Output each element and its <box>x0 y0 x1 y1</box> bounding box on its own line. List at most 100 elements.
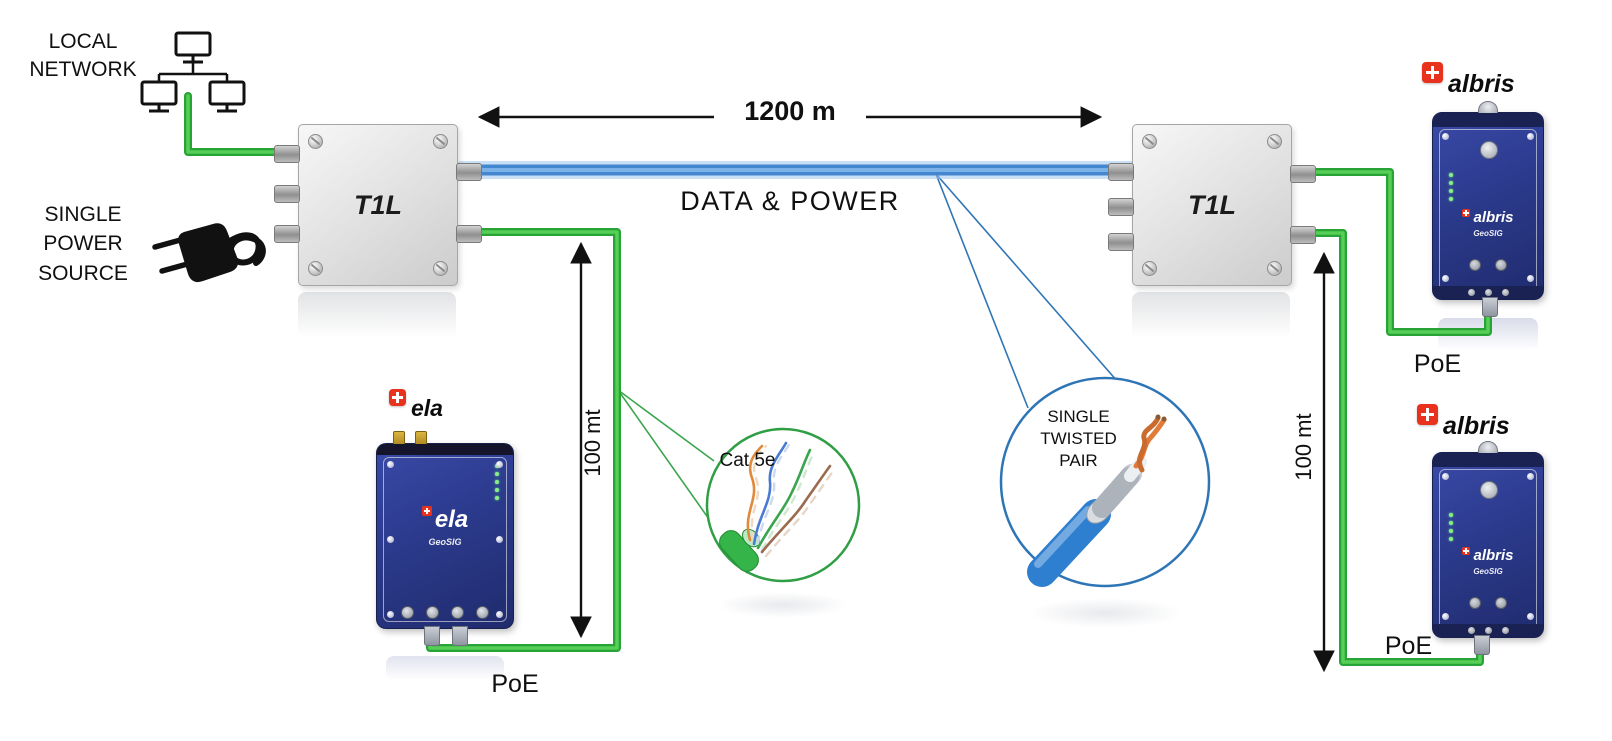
button-icon <box>1469 597 1481 609</box>
cable-entry-stub <box>452 626 468 646</box>
device-faceplate <box>383 457 507 622</box>
button-icon <box>1495 597 1507 609</box>
device-bottom-strip <box>1433 286 1543 299</box>
led-icon <box>495 480 499 484</box>
led-icon <box>495 496 499 500</box>
led-icon <box>1449 173 1453 177</box>
screw-icon <box>1142 261 1157 276</box>
swiss-flag-icon <box>1462 547 1471 555</box>
device-logo: albris GeoSIG <box>1433 209 1543 238</box>
albris-bottom-brand: albris <box>1417 404 1510 441</box>
cable-gland-icon <box>1290 226 1316 244</box>
device-top-strip <box>377 444 513 455</box>
screw-icon <box>496 536 503 543</box>
device-bottom-strip <box>1433 624 1543 637</box>
albris-brand-text: albris <box>1448 70 1515 98</box>
screw-icon <box>387 611 394 618</box>
screw-icon <box>1142 134 1157 149</box>
connector-icon <box>1484 289 1492 296</box>
device-top-strip <box>1433 453 1543 467</box>
sensor-port-icon <box>1480 141 1498 159</box>
twisted-pair-callout-lines <box>935 173 1119 409</box>
cable-gland-icon <box>1290 165 1316 183</box>
albris-top-brand: albris <box>1422 62 1515 99</box>
connector-icon <box>1501 289 1509 296</box>
cable-gland-icon <box>1108 163 1134 181</box>
button-icon <box>1495 259 1507 271</box>
device-sub-label: GeoSIG <box>428 537 462 547</box>
button-row <box>1433 597 1543 609</box>
button-row <box>1433 259 1543 271</box>
converter-label: T1L <box>1187 189 1236 220</box>
poe-right-top-label: PoE <box>1413 350 1462 378</box>
led-icon <box>1449 181 1453 185</box>
cable-gland-icon <box>456 225 482 243</box>
led-icon <box>1449 529 1453 533</box>
local-network-icon <box>140 31 246 113</box>
power-plug-icon <box>152 223 266 283</box>
led-icon <box>1449 521 1453 525</box>
connector-icon <box>1467 627 1475 634</box>
swiss-flag-icon <box>421 506 432 516</box>
cat5e-label: Cat 5e <box>719 450 776 471</box>
led-icon <box>1449 513 1453 517</box>
ela-device: ela GeoSIG <box>376 431 514 646</box>
device-sub-label: GeoSIG <box>1473 229 1503 238</box>
cat5e-callout-circle <box>705 427 861 583</box>
cable-gland-icon <box>274 185 300 203</box>
sensor-port-icon <box>1480 481 1498 499</box>
device-sub-label: GeoSIG <box>1473 567 1503 576</box>
t1l-converter-right: T1L <box>1108 124 1316 286</box>
screw-icon <box>496 611 503 618</box>
connector-icon <box>451 606 464 619</box>
device-logo-text: ela <box>434 506 469 533</box>
screw-icon <box>387 461 394 468</box>
connector-icon <box>1467 289 1475 296</box>
screw-icon <box>433 261 448 276</box>
screw-icon <box>1527 473 1534 480</box>
connector-icon <box>1501 627 1509 634</box>
led-icon <box>495 472 499 476</box>
screw-icon <box>496 461 503 468</box>
swiss-flag-icon <box>1462 209 1471 217</box>
swiss-flag-icon <box>1422 62 1443 83</box>
converter-label: T1L <box>353 189 402 220</box>
twisted-pair-label: SINGLE TWISTED PAIR <box>1040 407 1117 471</box>
led-icon <box>495 488 499 492</box>
led-icon <box>1449 189 1453 193</box>
screw-icon <box>1527 613 1534 620</box>
screw-icon <box>1527 133 1534 140</box>
drop-distance-right-label: 100 mt <box>1291 413 1316 481</box>
local-network-label: LOCAL NETWORK <box>29 30 137 82</box>
device-logo-text: albris <box>1473 209 1514 226</box>
device-logo: ela GeoSIG <box>377 506 513 547</box>
cable-local-to-t1l <box>184 92 310 156</box>
led-indicators <box>1449 173 1453 201</box>
albris-bottom-device: albris GeoSIG <box>1432 441 1544 655</box>
connector-icon <box>1484 627 1492 634</box>
device-top-strip <box>1433 113 1543 127</box>
screw-icon <box>1442 133 1449 140</box>
cable-entry-stub <box>1482 297 1498 317</box>
cable-entry-stub <box>1474 635 1490 655</box>
connector-icon <box>476 606 489 619</box>
albris-top-device: albris GeoSIG <box>1432 101 1544 317</box>
led-icon <box>1449 537 1453 541</box>
cable-gland-icon <box>1108 233 1134 251</box>
connector-icon <box>401 606 414 619</box>
led-indicators <box>1449 513 1453 541</box>
poe-right-bottom-label: PoE <box>1384 632 1433 660</box>
screw-icon <box>308 134 323 149</box>
swiss-flag-icon <box>1417 404 1438 425</box>
screw-icon <box>1442 275 1449 282</box>
ela-brand: ela <box>389 389 443 422</box>
cable-entry-stub <box>424 626 440 646</box>
poe-left-label: PoE <box>491 670 539 698</box>
screw-icon <box>308 261 323 276</box>
screw-icon <box>1267 134 1282 149</box>
connector-icon <box>426 606 439 619</box>
ela-brand-text: ela <box>411 395 443 421</box>
screw-icon <box>387 536 394 543</box>
data-power-label: DATA & POWER <box>680 186 900 216</box>
